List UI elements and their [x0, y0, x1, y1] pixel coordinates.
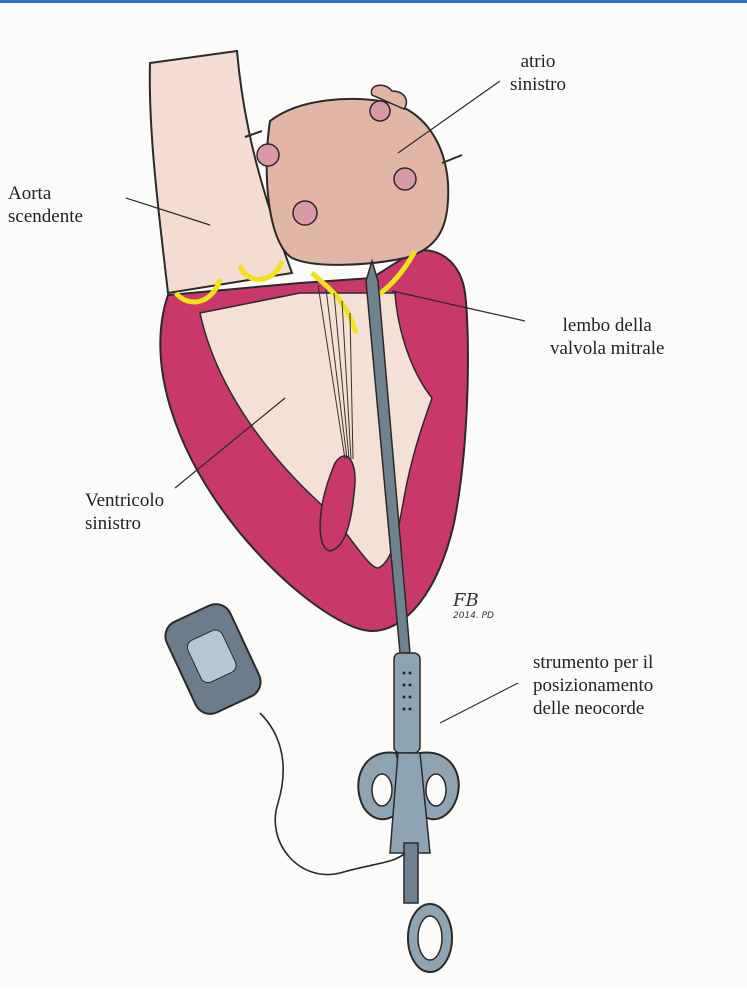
instrument-shaft [394, 653, 420, 753]
signature-initials: FB [453, 590, 494, 611]
left-atrium [267, 99, 449, 265]
label-mitral-leaflet: lembo della valvola mitrale [550, 314, 664, 360]
pulmonary-vein [442, 155, 462, 163]
label-ascending-aorta: Aorta scendente [8, 182, 83, 228]
vein-orifice [257, 144, 279, 166]
vein-orifice [293, 201, 317, 225]
label-left-ventricle: Ventricolo sinistro [85, 489, 164, 535]
vein-orifice [394, 168, 416, 190]
label-left-atrium: atrio sinistro [510, 50, 566, 96]
label-instrument: strumento per il posizionamento delle ne… [533, 651, 653, 720]
artist-signature: FB 2014. PD [453, 590, 494, 621]
signature-note: 2014. PD [453, 611, 494, 621]
vein-orifice [370, 101, 390, 121]
